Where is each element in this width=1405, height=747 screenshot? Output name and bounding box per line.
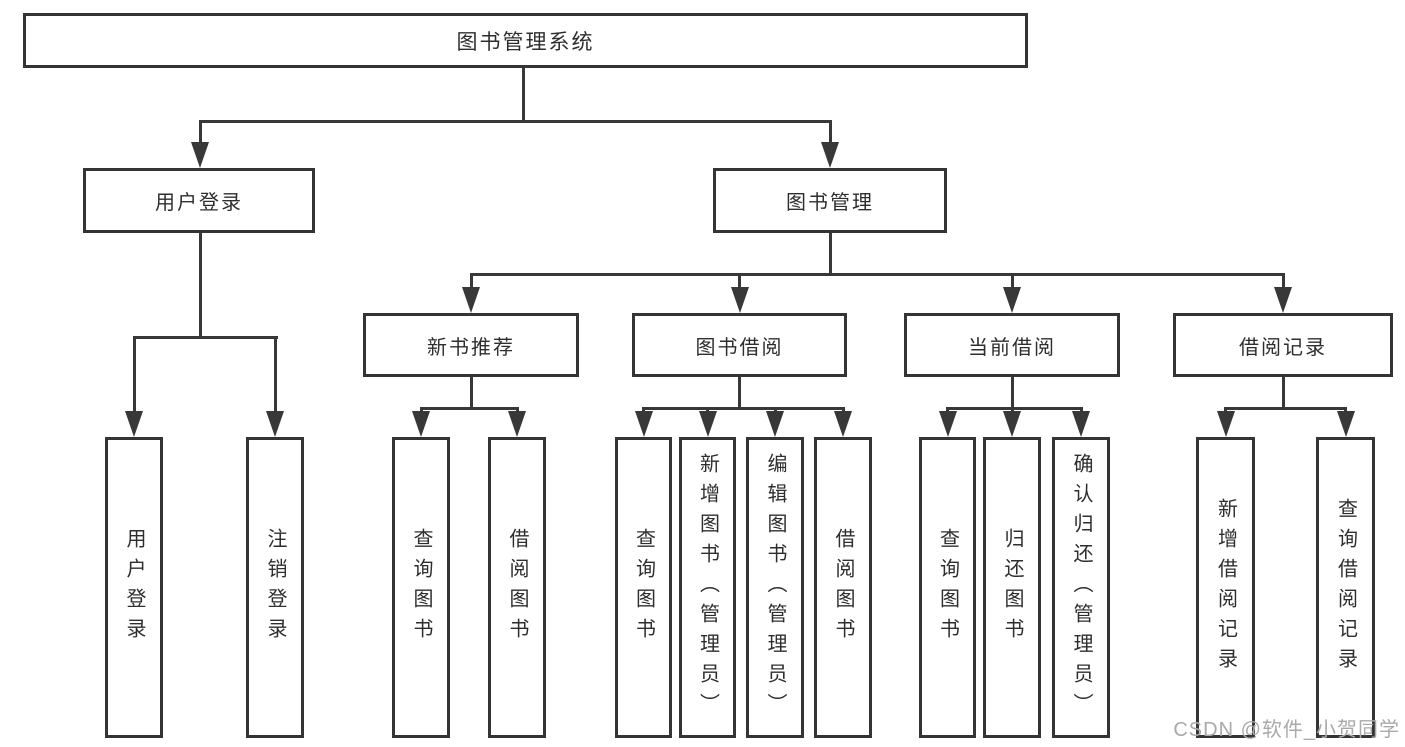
node-add-borrow-record: 新增借阅记录 xyxy=(1196,437,1255,738)
arrowhead-down-icon xyxy=(508,411,526,437)
arrowhead-down-icon xyxy=(412,411,430,437)
connector-line xyxy=(521,68,525,120)
arrowhead-down-icon xyxy=(634,411,653,437)
node-add-book-admin: 新增图书（管理员） xyxy=(679,437,736,738)
arrowhead-down-icon xyxy=(125,411,143,437)
node-borrowing-records: 借阅记录 xyxy=(1173,313,1393,377)
connector-line xyxy=(198,233,202,336)
arrowhead-down-icon xyxy=(834,411,852,437)
node-label: 图书借阅 xyxy=(695,336,784,359)
node-label: 新增借阅记录 xyxy=(1214,497,1237,678)
connector-line xyxy=(132,336,136,411)
node-borrow-books-recommend: 借阅图书 xyxy=(488,437,546,738)
node-label: 新书推荐 xyxy=(427,336,515,359)
connector-line xyxy=(1010,377,1014,407)
connector-line xyxy=(1344,407,1347,413)
node-book-borrowing: 图书借阅 xyxy=(632,313,847,377)
node-label: 借阅图书 xyxy=(506,527,528,648)
node-return-book: 归还图书 xyxy=(983,437,1041,738)
node-label: 确认归还（管理员） xyxy=(1070,452,1092,723)
node-label: 借阅记录 xyxy=(1239,336,1327,359)
node-label: 用户登录 xyxy=(155,192,243,214)
node-edit-book-admin: 编辑图书（管理员） xyxy=(746,437,804,738)
node-label: 注销登录 xyxy=(264,527,286,648)
node-library-system: 图书管理系统 xyxy=(23,13,1028,68)
connector-line xyxy=(1079,407,1083,413)
connector-line xyxy=(828,233,832,273)
connector-line xyxy=(946,407,1083,410)
arrowhead-down-icon xyxy=(1003,411,1021,437)
arrowhead-down-icon xyxy=(1336,411,1355,437)
node-label: 查询图书 xyxy=(632,527,655,648)
arrowhead-down-icon xyxy=(191,142,209,168)
node-search-books-current: 查询图书 xyxy=(919,437,976,738)
connector-line xyxy=(469,377,473,407)
connector-line xyxy=(469,273,1285,276)
connector-line xyxy=(828,120,832,145)
connector-line xyxy=(419,407,519,410)
arrowhead-down-icon xyxy=(821,142,839,168)
node-label: 当前借阅 xyxy=(968,336,1056,359)
connector-line xyxy=(273,336,277,411)
arrowhead-down-icon xyxy=(730,287,749,313)
connector-line xyxy=(1010,273,1014,289)
connector-line xyxy=(642,407,845,410)
node-label: 图书管理系统 xyxy=(456,30,595,54)
node-label: 用户登录 xyxy=(123,527,145,648)
arrowhead-down-icon xyxy=(698,411,717,437)
node-user-login: 用户登录 xyxy=(83,168,315,233)
node-label: 查询图书 xyxy=(936,527,959,648)
node-search-books-borrowing: 查询图书 xyxy=(615,437,672,738)
node-label: 查询借阅记录 xyxy=(1334,497,1357,678)
connector-line xyxy=(198,120,832,123)
connector-line xyxy=(738,377,741,407)
node-user-login-leaf: 用户登录 xyxy=(105,437,163,738)
arrowhead-down-icon xyxy=(266,411,284,437)
connector-line xyxy=(706,407,709,413)
connector-line xyxy=(946,407,949,413)
node-label: 查询图书 xyxy=(410,527,432,648)
node-label: 借阅图书 xyxy=(832,527,854,648)
node-label: 新增图书（管理员） xyxy=(696,452,719,723)
arrowhead-down-icon xyxy=(462,287,480,313)
node-borrow-books: 借阅图书 xyxy=(814,437,872,738)
arrowhead-down-icon xyxy=(766,411,784,437)
arrowhead-down-icon xyxy=(1274,287,1292,313)
connector-line xyxy=(469,273,473,289)
connector-line xyxy=(132,336,278,339)
arrowhead-down-icon xyxy=(1216,411,1235,437)
node-label: 归还图书 xyxy=(1001,527,1023,648)
node-search-borrow-record: 查询借阅记录 xyxy=(1316,437,1375,738)
connector-line xyxy=(1224,407,1227,413)
node-new-book-recommend: 新书推荐 xyxy=(363,313,579,377)
connector-line xyxy=(841,407,845,413)
arrowhead-down-icon xyxy=(1072,411,1090,437)
node-confirm-return-admin: 确认归还（管理员） xyxy=(1052,437,1110,738)
node-current-borrowing: 当前借阅 xyxy=(904,313,1120,377)
node-search-books-recommend: 查询图书 xyxy=(392,437,450,738)
node-logout: 注销登录 xyxy=(246,437,304,738)
connector-line xyxy=(1281,273,1285,289)
connector-line xyxy=(419,407,423,413)
connector-line xyxy=(1281,377,1285,407)
node-book-management: 图书管理 xyxy=(713,168,947,233)
connector-line xyxy=(738,273,741,289)
arrowhead-down-icon xyxy=(938,411,957,437)
connector-line xyxy=(515,407,519,413)
connector-line xyxy=(642,407,645,413)
connector-line xyxy=(198,120,202,145)
csdn-watermark: CSDN @软件_小贺同学 xyxy=(1173,719,1400,741)
node-label: 图书管理 xyxy=(786,192,874,214)
connector-line xyxy=(773,407,777,413)
connector-line xyxy=(1010,407,1014,413)
arrowhead-down-icon xyxy=(1003,287,1021,313)
connector-line xyxy=(1224,407,1347,410)
node-label: 编辑图书（管理员） xyxy=(764,452,786,723)
